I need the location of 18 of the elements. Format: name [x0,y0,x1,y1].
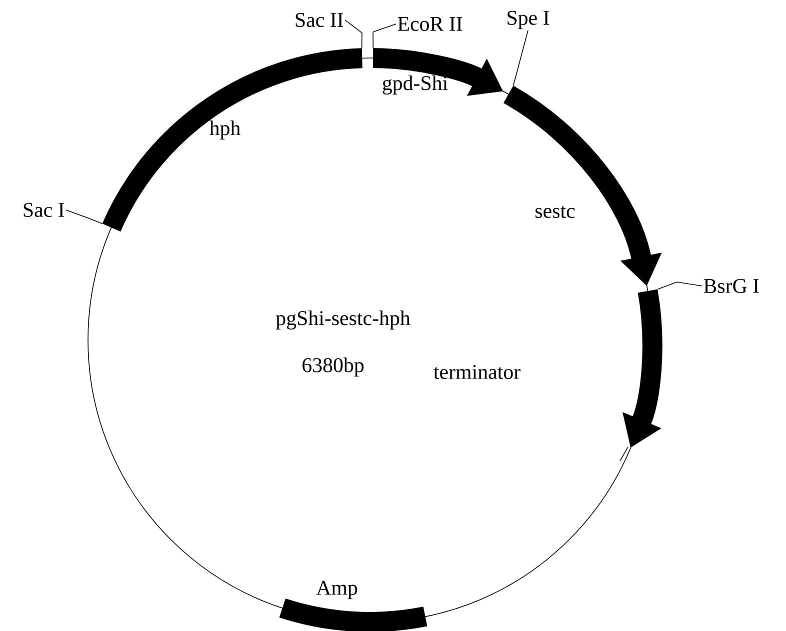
leader-line [512,30,528,86]
site-label: Spe I [508,10,550,30]
plasmid-label: 6380bp [302,358,364,376]
site-label: EcoR II [398,17,462,31]
leader-line [657,282,702,290]
site-label: Sac I [24,202,64,218]
leader-line [66,210,103,224]
leader-line [372,24,396,48]
site-label: BsrG I [704,278,759,294]
gene-label: gpd-Shi [382,75,448,94]
gene-label: terminator [434,364,520,380]
leader-line [344,20,362,48]
gene-segment [280,598,427,631]
site-label: Sac II [296,12,344,28]
gene-label: hph [210,120,240,140]
gene-label: Amp [316,580,358,600]
plasmid-label: pgShi-sestc-hph [276,310,410,330]
gene-label: sestc [536,206,575,218]
